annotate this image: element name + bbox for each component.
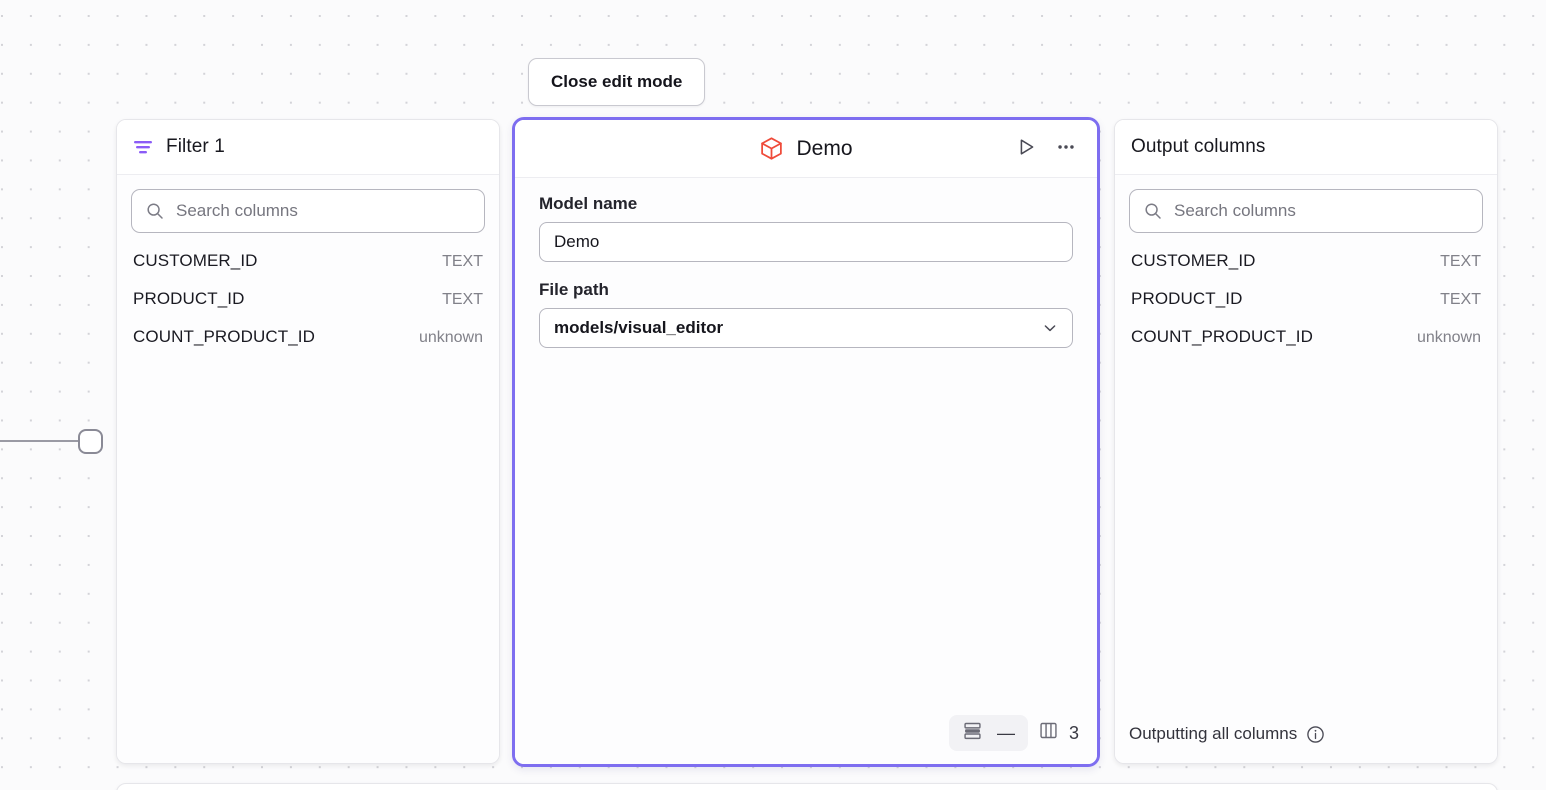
ellipsis-icon [1055,136,1077,161]
output-panel-header: Output columns [1115,120,1497,175]
chevron-down-icon [1042,320,1058,336]
column-name: CUSTOMER_ID [1131,251,1256,270]
table-row[interactable]: COUNT_PRODUCT_ID unknown [1129,327,1483,365]
cube-icon [759,136,784,161]
search-columns-input-output[interactable]: Search columns [1129,189,1483,233]
column-type: unknown [418,329,483,346]
columns-icon [1038,720,1059,746]
table-row[interactable]: CUSTOMER_ID TEXT [131,251,485,289]
table-row[interactable]: CUSTOMER_ID TEXT [1129,251,1483,289]
filter-panel-header: Filter 1 [117,120,499,175]
search-columns-input-filter[interactable]: Search columns [131,189,485,233]
info-icon[interactable] [1306,725,1325,744]
column-name: PRODUCT_ID [133,289,245,308]
search-icon [146,202,164,220]
row-count-pill[interactable]: — [948,715,1028,751]
run-model-button[interactable] [1009,132,1043,166]
model-panel-body: Model name Demo File path models/visual_… [515,178,1097,708]
filter-panel-title: Filter 1 [166,136,225,157]
column-type: TEXT [442,253,483,270]
file-path-label: File path [539,280,609,299]
column-name: COUNT_PRODUCT_ID [133,327,316,346]
table-row[interactable]: PRODUCT_ID TEXT [1129,289,1483,327]
close-edit-mode-button[interactable]: Close edit mode [528,58,706,106]
more-options-button[interactable] [1049,132,1083,166]
model-title-wrap: Demo [759,136,853,161]
model-panel-footer: — 3 [515,708,1097,764]
column-type: TEXT [1440,291,1481,308]
bottom-panel[interactable] [116,783,1498,790]
row-count-value: — [996,722,1015,743]
model-header-actions [1009,120,1083,177]
search-columns-placeholder-output: Search columns [1174,201,1296,220]
model-name-label: Model name [539,194,638,213]
model-name-input[interactable]: Demo [539,222,1073,262]
filter-panel[interactable]: Filter 1 Search columns CUSTOMER_ID TEXT [116,119,500,764]
outputting-all-columns-label: Outputting all columns [1129,724,1298,743]
output-columns-panel[interactable]: Output columns Search columns CUSTOMER_I… [1114,119,1498,764]
model-panel-title: Demo [796,136,853,160]
column-type: TEXT [1440,253,1481,270]
output-panel-body: Search columns CUSTOMER_ID TEXT PRODUCT_… [1115,175,1497,711]
output-columns-list: CUSTOMER_ID TEXT PRODUCT_ID TEXT COUNT_P… [1129,251,1483,365]
filter-panel-body: Search columns CUSTOMER_ID TEXT PRODUCT_… [117,175,499,763]
file-path-select[interactable]: models/visual_editor [539,308,1073,348]
column-name: COUNT_PRODUCT_ID [1131,327,1314,346]
table-row[interactable]: COUNT_PRODUCT_ID unknown [131,327,485,365]
model-panel-header: Demo [515,120,1097,178]
search-columns-placeholder-filter: Search columns [176,201,298,220]
play-icon [1015,136,1037,161]
search-icon [1144,202,1162,220]
outputting-all-columns-note: Outputting all columns [1115,711,1497,763]
model-panel[interactable]: Demo [512,117,1100,767]
filter-icon [133,139,153,155]
filter-columns-list: CUSTOMER_ID TEXT PRODUCT_ID TEXT COUNT_P… [131,251,485,365]
output-panel-title: Output columns [1131,136,1266,157]
column-count-value: 3 [1068,722,1079,743]
connection-edge [0,440,81,442]
model-name-value: Demo [554,232,600,251]
column-type: unknown [1416,329,1481,346]
column-count-group[interactable]: 3 [1038,720,1079,746]
column-name: CUSTOMER_ID [133,251,258,270]
connection-handle[interactable] [78,429,103,454]
column-type: TEXT [442,291,483,308]
close-edit-mode-label: Close edit mode [551,72,683,91]
file-path-value: models/visual_editor [554,318,724,337]
table-row[interactable]: PRODUCT_ID TEXT [131,289,485,327]
column-name: PRODUCT_ID [1131,289,1243,308]
rows-icon [962,720,983,746]
